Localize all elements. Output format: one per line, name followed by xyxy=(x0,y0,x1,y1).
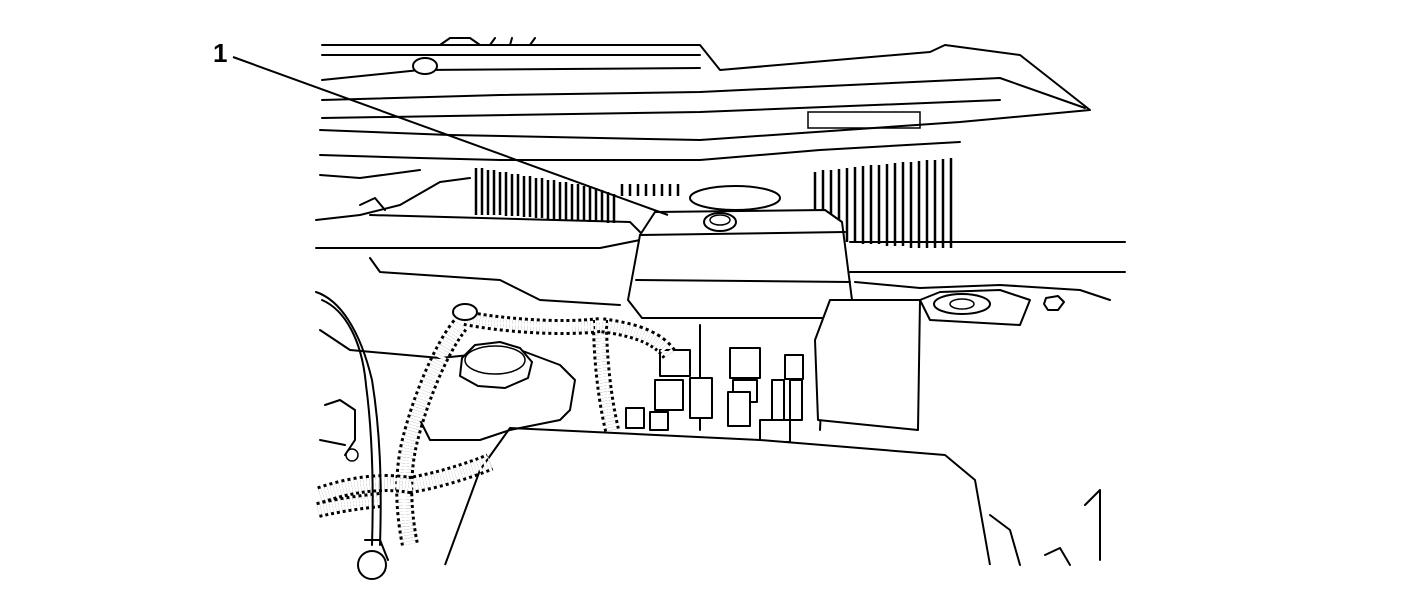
strut-mount-center xyxy=(689,185,781,211)
hose xyxy=(315,291,478,580)
fuse-block-cover xyxy=(627,209,853,319)
battery-cover xyxy=(444,427,1101,566)
vent-grille-right xyxy=(813,158,953,248)
strut-tower-right xyxy=(919,289,1065,326)
callout-leader-line xyxy=(232,56,669,216)
coolant-reservoir xyxy=(319,329,576,441)
fuse-block-body xyxy=(625,319,826,443)
lower-cowl xyxy=(315,141,1126,306)
clip-left xyxy=(319,197,386,462)
cowl-panel xyxy=(319,37,1091,141)
side-bracket xyxy=(814,299,921,431)
vent-grille-left xyxy=(474,168,680,223)
wiring-harness xyxy=(316,310,677,547)
callout-label-1: 1 xyxy=(213,38,228,68)
